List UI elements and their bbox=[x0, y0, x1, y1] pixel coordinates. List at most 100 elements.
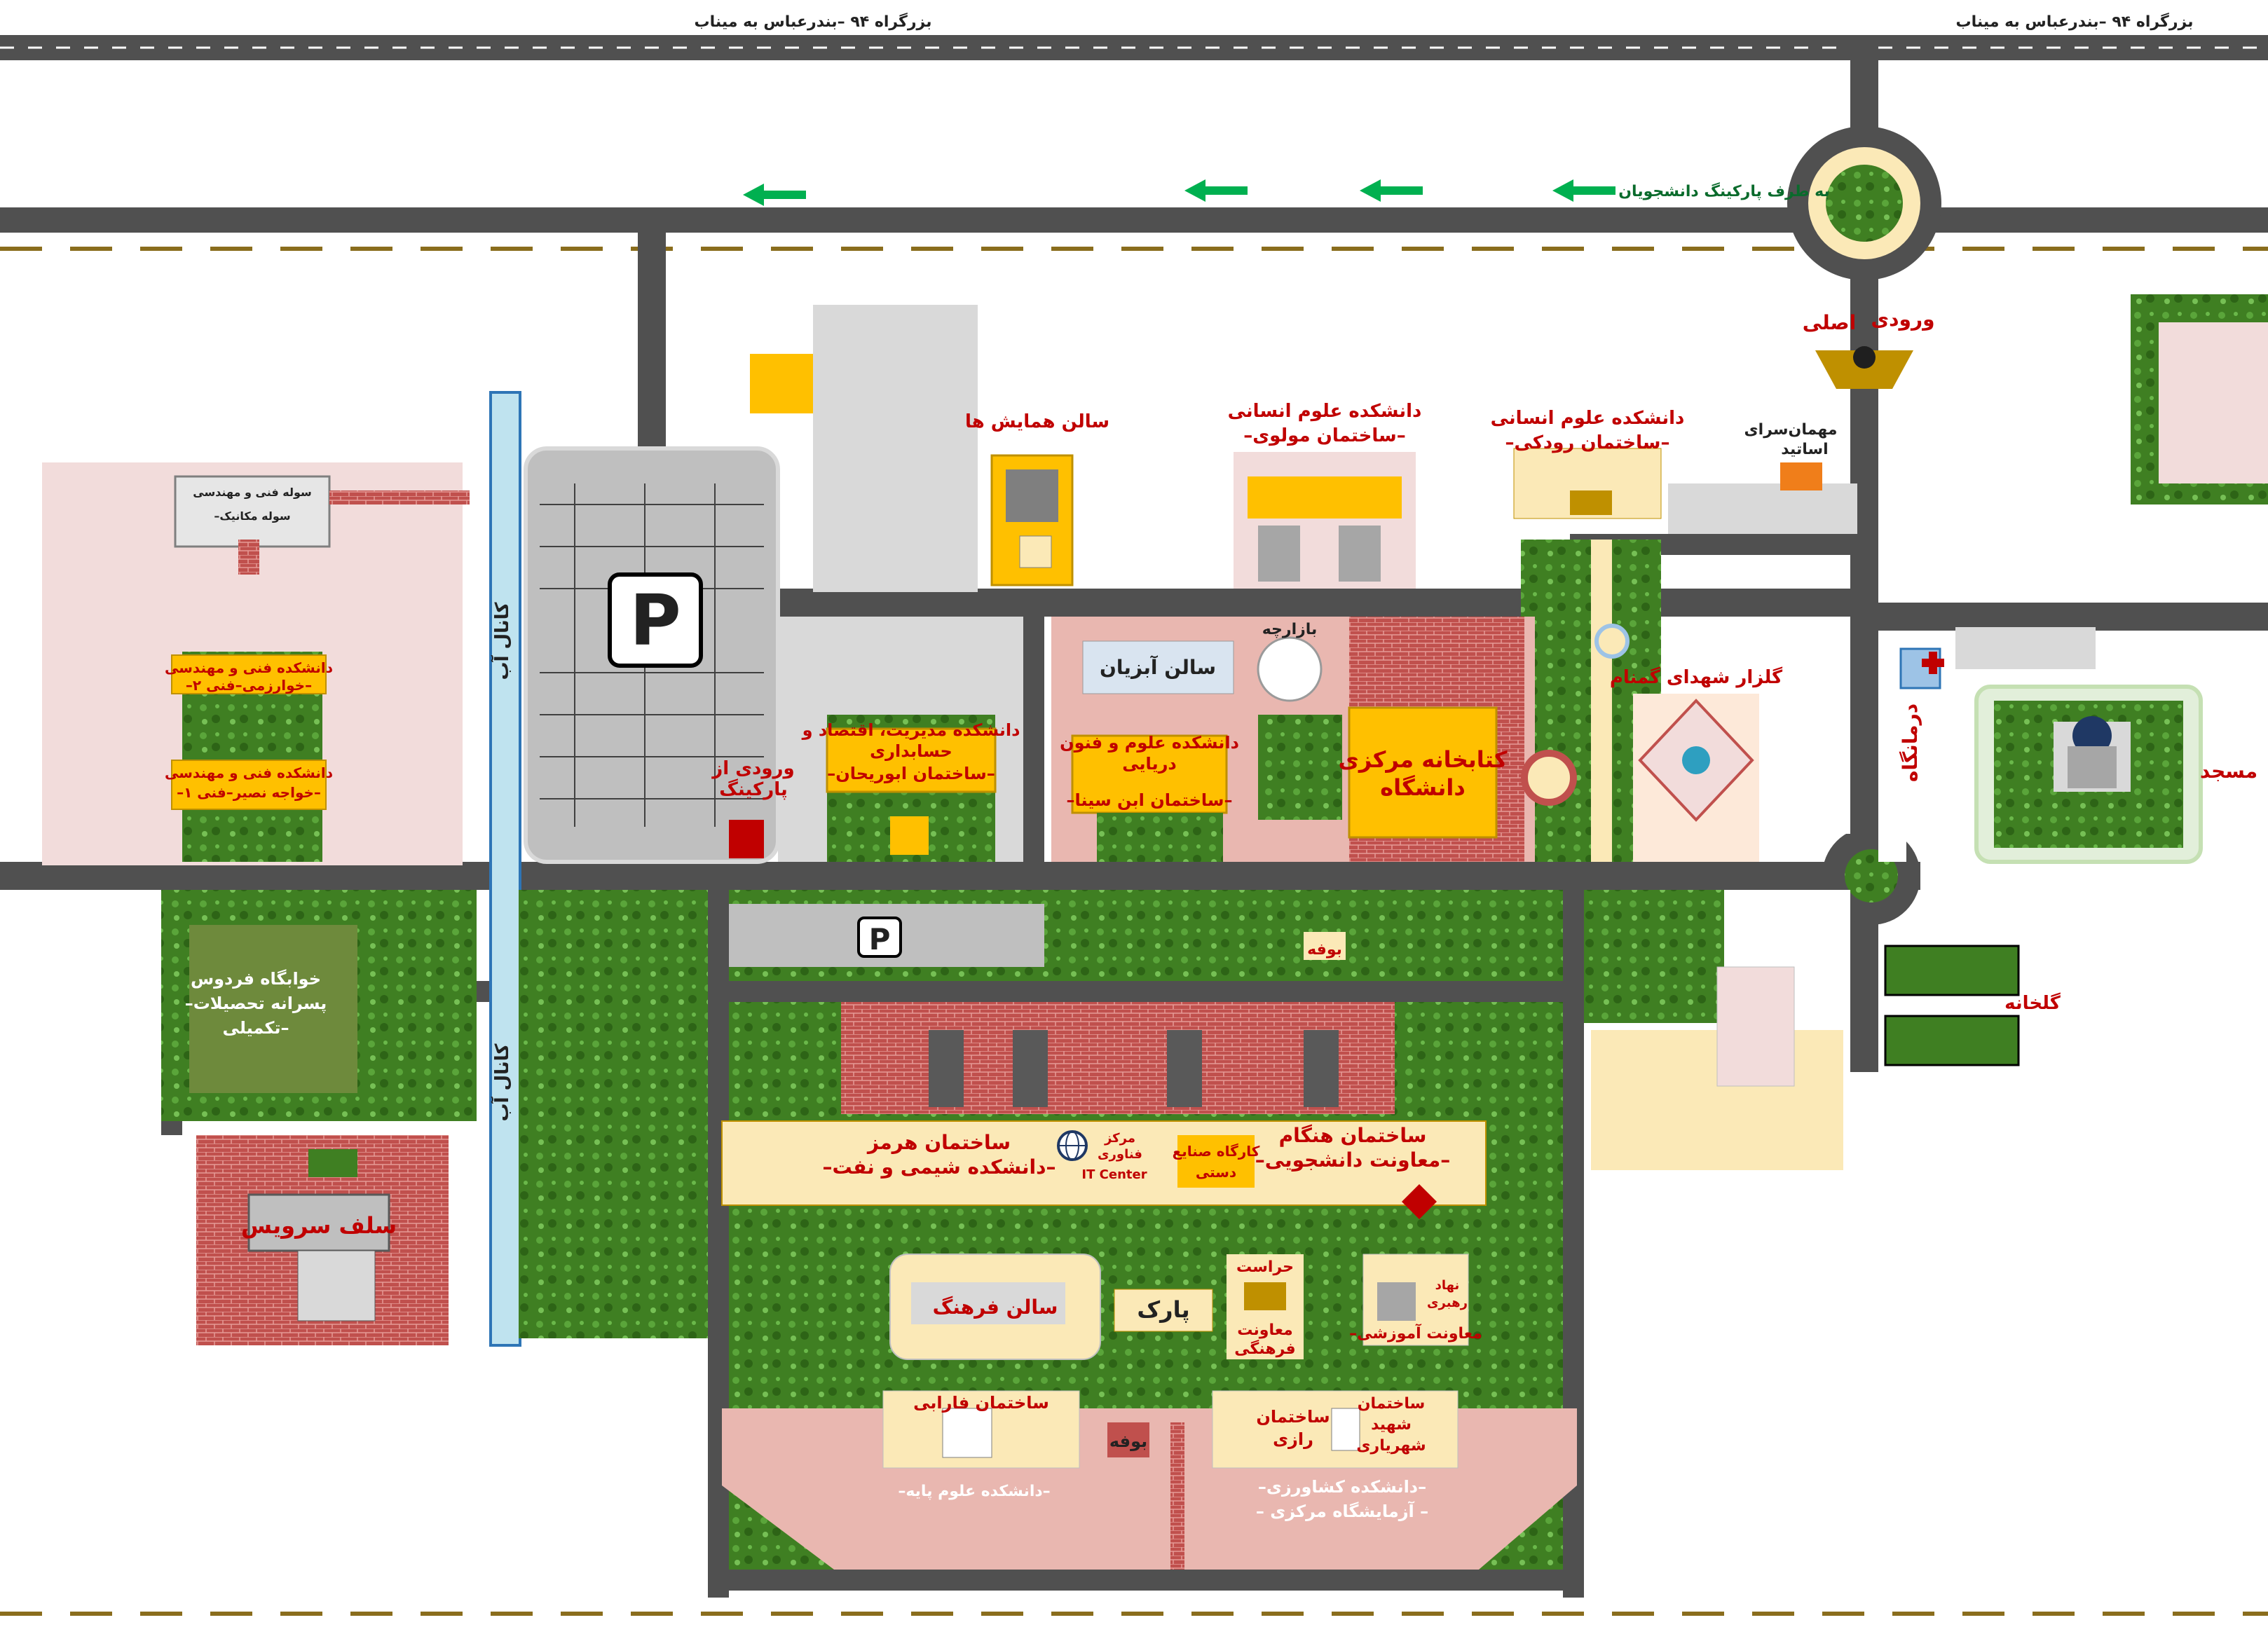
dorm-label-3: تکمیلی– bbox=[223, 1018, 289, 1038]
management-label-1: دانشکده مدیریت، اقتصاد و bbox=[802, 720, 1020, 740]
library-label-1: کتابخانه مرکزی bbox=[1339, 746, 1508, 773]
roundabout-north bbox=[1787, 126, 1941, 280]
buffet-bottom-label: بوفه bbox=[1109, 1432, 1147, 1451]
conference-hall-label: سالن همایش ها bbox=[965, 411, 1109, 432]
humanities-a-label-1: دانشکده علوم انسانی bbox=[1228, 401, 1422, 422]
handicraft-building bbox=[1177, 1135, 1255, 1188]
hormoz-hengam-building bbox=[721, 1120, 1487, 1206]
security-label: حراست bbox=[1236, 1258, 1294, 1276]
mosque-label: مسجد bbox=[2200, 760, 2257, 783]
hormoz-label-2: –دانشکده شیمی و نفت– bbox=[823, 1155, 1056, 1179]
humanities-a-label-2: –ساختمان مولوی– bbox=[1243, 425, 1405, 446]
greenhouse-icon bbox=[1884, 945, 2020, 996]
highway-label-left: بزرگراه ۹۴ –بندرعباس به میناب bbox=[695, 12, 932, 31]
eng1-building bbox=[171, 760, 327, 810]
hospital-icon bbox=[1899, 647, 1944, 689]
shahriari-label-1: ساختمان bbox=[1358, 1395, 1426, 1413]
bazaar-label: بازارچه bbox=[1262, 621, 1318, 638]
humanities-b-label-1: دانشکده علوم انسانی bbox=[1491, 408, 1685, 429]
guard-icon bbox=[1815, 346, 1913, 389]
guest-house-building bbox=[1780, 462, 1822, 490]
shahriari-label-3: شهریاری bbox=[1356, 1437, 1426, 1455]
management-building bbox=[826, 727, 997, 793]
farhang-hall-label: سالن فرهنگ bbox=[933, 1296, 1058, 1319]
agriculture-label-1: –دانشکده کشاورزی– bbox=[1258, 1477, 1426, 1497]
marine-label-3: –ساختمان ابن سینا– bbox=[1066, 790, 1232, 810]
canal-label-north: کانال آب bbox=[491, 602, 513, 680]
globe-icon bbox=[1057, 1130, 1088, 1161]
it-center-label-2: فناوری bbox=[1098, 1147, 1142, 1162]
kiosk bbox=[750, 354, 813, 413]
parking-entry-label-2: پارکینگ bbox=[719, 778, 787, 800]
cafeteria-label: سلف سرویس bbox=[241, 1212, 397, 1239]
it-center-label-1: مرکز bbox=[1104, 1131, 1135, 1146]
marine-label-2: دریایی bbox=[1122, 754, 1176, 774]
workshop-building bbox=[174, 475, 331, 548]
management-label-2: حسابداری bbox=[870, 741, 952, 761]
eng2-label-2: –خوارزمی–فنی ۲– bbox=[186, 677, 312, 694]
main-east-west-road bbox=[0, 862, 1920, 890]
eng1-label-2: –خواجه نصیر–فنی ۱– bbox=[177, 784, 321, 801]
security-building bbox=[1244, 1282, 1286, 1310]
cultural-deputy-label-1: معاونت bbox=[1237, 1321, 1293, 1339]
highway-label-right: بزرگراه ۹۴ –بندرعباس به میناب bbox=[1956, 12, 2194, 31]
guest-house-label-2: اساتید bbox=[1781, 441, 1828, 458]
management-label-3: –ساختمان ابوریحان– bbox=[827, 764, 995, 783]
park-label: پارک bbox=[1137, 1296, 1189, 1323]
hormoz-label-1: ساختمان هرمز bbox=[866, 1131, 1011, 1154]
razi-label-1: ساختمان bbox=[1256, 1407, 1330, 1427]
greenhouse-label: گلخانه bbox=[2004, 992, 2061, 1014]
humanities-b-label-2: –ساختمان رودکی– bbox=[1505, 432, 1669, 453]
svg-text:P: P bbox=[869, 922, 891, 956]
it-center-label-3: IT Center bbox=[1081, 1167, 1147, 1182]
buffet-top-label: بوفه bbox=[1307, 941, 1342, 959]
dorm-label-1: خوابگاه فردوس bbox=[191, 969, 321, 989]
main-entrance-label-2: اصلی bbox=[1803, 311, 1856, 334]
handicraft-label-1: کارگاه صنایع bbox=[1173, 1143, 1260, 1160]
main-entrance-label-1: ورودی bbox=[1871, 308, 1935, 331]
direction-label: به طرف پارکینگ دانشجویان bbox=[1618, 181, 1829, 200]
handicraft-label-2: دستی bbox=[1196, 1164, 1236, 1181]
eng2-building bbox=[171, 654, 327, 694]
library-building bbox=[1348, 706, 1498, 839]
buffet-bottom-building bbox=[1107, 1422, 1149, 1457]
martyrs-garden-label: گلزار شهدای گمنام bbox=[1610, 666, 1783, 688]
parking-entry-label-1: ورودی از bbox=[711, 758, 794, 779]
basic-sciences-label: –دانشکده علوم پایه– bbox=[898, 1483, 1050, 1500]
marine-label-1: دانشکده علوم و فنون bbox=[1060, 733, 1239, 753]
cafeteria-building bbox=[247, 1193, 390, 1252]
park-sign bbox=[1114, 1289, 1213, 1332]
guest-house-label-1: مهمان‌سرای bbox=[1744, 421, 1838, 439]
canal-label-south: کانال آب bbox=[491, 1043, 513, 1122]
bank-logo-icon bbox=[1402, 1184, 1437, 1219]
leader-office-label-2: رهبری bbox=[1427, 1296, 1468, 1310]
shahriari-label-2: شهید bbox=[1371, 1416, 1412, 1434]
farabi-label: ساختمان فارابی bbox=[913, 1393, 1049, 1413]
marine-building bbox=[1071, 734, 1228, 814]
abzian-label: سالن آبزیان bbox=[1100, 655, 1216, 679]
hengam-label-2: –معاونت دانشجویی– bbox=[1255, 1148, 1451, 1172]
clinic-label: درمانگاه bbox=[1899, 703, 1922, 782]
library-label-2: دانشگاه bbox=[1380, 774, 1465, 801]
eng1-label-1: دانشکده فنی و مهندسی bbox=[165, 764, 333, 781]
bazaar-building bbox=[1257, 636, 1323, 702]
razi-label-2: رازی bbox=[1273, 1429, 1313, 1449]
svg-text:P: P bbox=[629, 579, 681, 661]
workshop-label-1: سوله فنی و مهندسی bbox=[193, 486, 312, 499]
education-deputy-label: –معاونت آموزشی bbox=[1349, 1323, 1482, 1343]
mosque-icon bbox=[2068, 716, 2117, 788]
guard-icon-parking bbox=[729, 820, 764, 858]
agriculture-label-2: – آزمایشگاه مرکزی – bbox=[1256, 1501, 1428, 1521]
dorm-label-2: –پسرانه تحصیلات bbox=[185, 994, 327, 1013]
eng2-label-1: دانشکده فنی و مهندسی bbox=[165, 659, 333, 676]
abzian-hall bbox=[1082, 640, 1234, 694]
water-canal bbox=[489, 391, 521, 1347]
parking-icon: P bbox=[608, 572, 703, 668]
hengam-label-1: ساختمان هنگام bbox=[1279, 1124, 1427, 1147]
leader-office-label-1: نهاد bbox=[1435, 1278, 1460, 1293]
cultural-deputy-label-2: فرهنگی bbox=[1234, 1339, 1295, 1358]
arrow-left-icon bbox=[743, 179, 1615, 206]
parking-icon-small: P bbox=[857, 917, 902, 958]
